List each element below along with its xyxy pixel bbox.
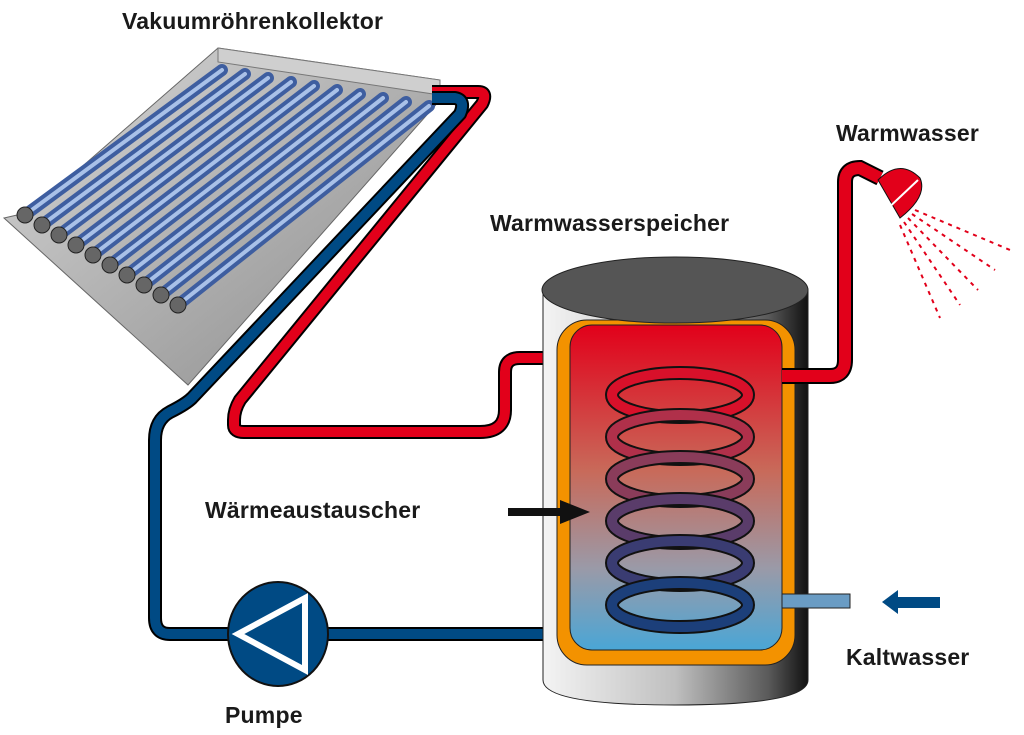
collector-tube (108, 88, 339, 267)
collector-tube (142, 96, 385, 287)
heat-exchanger-arrow-icon (508, 500, 590, 524)
coil-loop (607, 578, 753, 632)
tube-end-cap (169, 296, 187, 314)
tube-end-cap (67, 236, 85, 254)
shower-head-icon (877, 168, 1011, 319)
tube-end-cap (152, 286, 170, 304)
pump-label: Pumpe (225, 702, 303, 728)
collector-tubes (16, 64, 435, 314)
heat-exchanger-label: Wärmeaustauscher (205, 497, 421, 523)
collector-tube (57, 76, 270, 237)
collector-tube (125, 92, 362, 277)
collector-tube (74, 80, 293, 247)
heat-exchanger-coil (605, 366, 755, 634)
storage-tank-label: Warmwasserspeicher (490, 210, 730, 236)
tube-end-cap (118, 266, 136, 284)
cold-water-label: Kaltwasser (846, 644, 970, 670)
collector-tube (176, 104, 431, 307)
cold-water-arrow-icon (882, 590, 940, 614)
collector-tube (91, 84, 316, 257)
tube-end-cap (101, 256, 119, 274)
collector-label: Vakuumröhrenkollektor (122, 8, 384, 34)
hot-water-label: Warmwasser (836, 120, 980, 146)
collector-tube (159, 100, 408, 297)
collector-tube (23, 68, 224, 217)
tube-end-cap (50, 226, 68, 244)
tube-end-cap (16, 206, 34, 224)
tube-end-cap (135, 276, 153, 294)
vacuum-tube-collector (2, 47, 441, 386)
storage-tank (541, 256, 809, 706)
pump-icon (227, 581, 329, 687)
tube-end-cap (33, 216, 51, 234)
cold-water-inlet (781, 593, 851, 609)
collector-tube (40, 72, 247, 227)
tube-end-cap (84, 246, 102, 264)
